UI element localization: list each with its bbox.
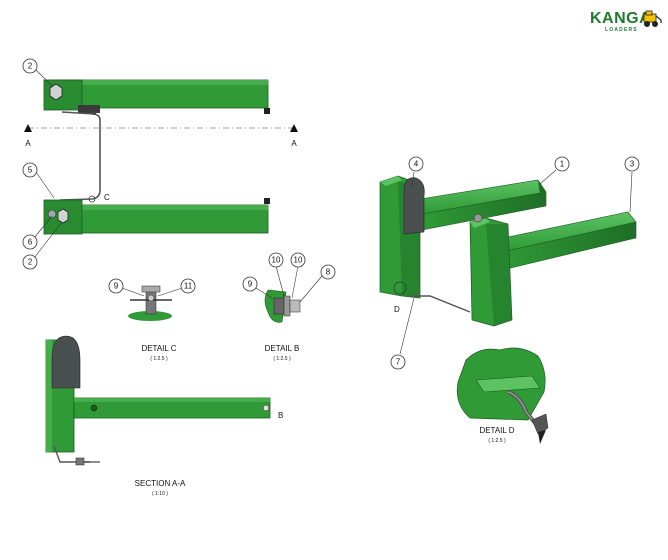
balloon-9-b (242, 276, 258, 292)
detail-b-view: 9 10 10 8 DETAIL B ( 1:2.5 ) (242, 252, 336, 362)
section-mark-right: A (291, 139, 297, 148)
detail-b-scale: ( 1:2.5 ) (273, 356, 291, 362)
top-view: A A C 2 5 6 2 (22, 58, 298, 270)
balloon-2-top (22, 58, 38, 74)
balloon-10-b (290, 252, 306, 268)
balloon-6-label: 6 (28, 238, 33, 247)
logo-subtitle: LOADERS (605, 27, 638, 33)
balloon-10-a-label: 10 (272, 256, 281, 265)
detail-b-title: DETAIL B (265, 344, 300, 353)
balloon-11 (180, 278, 196, 294)
isometric-view: D 4 1 3 7 (379, 156, 640, 370)
balloon-5-label: 5 (28, 166, 33, 175)
balloon-8 (320, 264, 336, 280)
detail-c-scale: ( 1:2.5 ) (150, 356, 168, 362)
detail-d-scale: ( 1:2.5 ) (488, 438, 506, 444)
detail-c-title: DETAIL C (141, 344, 176, 353)
balloon-6 (22, 234, 38, 250)
balloon-9-c-label: 9 (114, 282, 119, 291)
balloon-8-label: 8 (326, 268, 331, 277)
balloon-2-bottom (22, 254, 38, 270)
section-aa-title: SECTION A-A (135, 479, 186, 488)
balloon-4 (408, 156, 424, 172)
balloon-1-label: 1 (560, 160, 565, 169)
detail-d-title: DETAIL D (479, 426, 514, 435)
balloon-7-label: 7 (396, 358, 401, 367)
balloon-9-b-label: 9 (248, 280, 253, 289)
balloon-4-label: 4 (414, 160, 419, 169)
section-aa-view: B SECTION A-A ( 1:10 ) (45, 335, 283, 497)
hydraulic-hose (59, 111, 101, 201)
detail-d-view: DETAIL D ( 1:2.5 ) (456, 347, 549, 444)
balloon-7 (390, 354, 406, 370)
section-aa-scale: ( 1:10 ) (152, 491, 168, 497)
balloon-10-a (268, 252, 284, 268)
balloon-9-c (108, 278, 124, 294)
balloon-5 (22, 162, 38, 178)
section-pad (51, 335, 81, 389)
balloon-2-top-label: 2 (28, 62, 33, 71)
upper-hex-nut (49, 83, 63, 101)
logo-wordmark: KANGA (590, 10, 652, 27)
balloon-3-label: 3 (630, 160, 635, 169)
detail-c-callout: C (104, 193, 110, 202)
balloon-2-bottom-label: 2 (28, 258, 33, 267)
lower-hex-nut (57, 208, 69, 224)
section-mark-left: A (25, 139, 31, 148)
detail-c-view: 9 11 DETAIL C ( 1:2.5 ) (108, 278, 196, 362)
loader-icon (643, 10, 662, 27)
balloon-3 (624, 156, 640, 172)
detail-b-callout: B (278, 411, 283, 420)
balloon-11-label: 11 (184, 282, 193, 291)
balloon-10-b-label: 10 (294, 256, 303, 265)
left-pad (403, 177, 425, 235)
kanga-loaders-logo: KANGA LOADERS (590, 10, 662, 38)
balloon-1 (554, 156, 570, 172)
detail-d-callout: D (394, 305, 400, 314)
